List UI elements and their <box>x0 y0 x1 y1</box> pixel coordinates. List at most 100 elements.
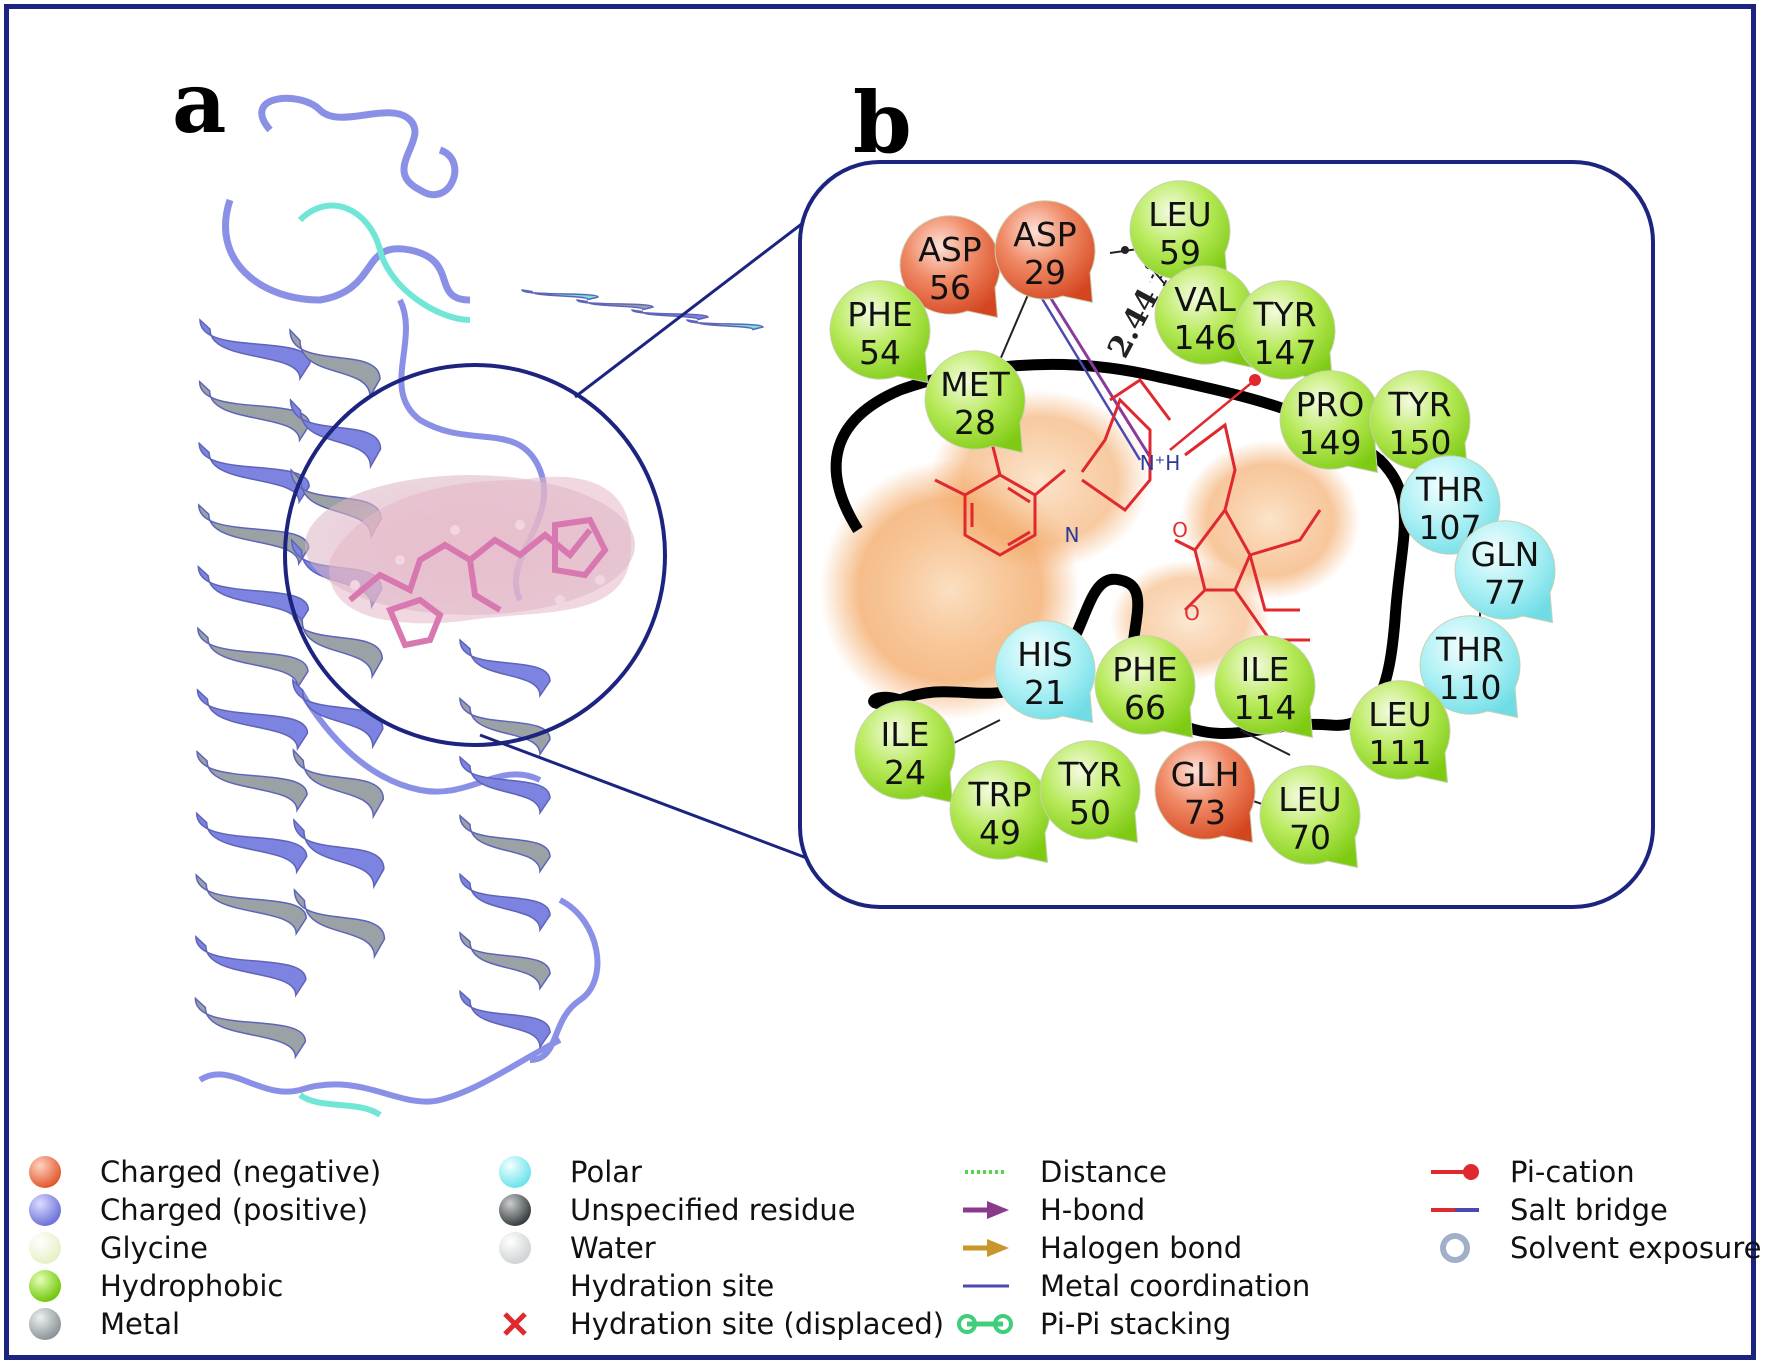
arrow-icon <box>963 1239 1009 1257</box>
helix-segment <box>631 309 709 321</box>
residue-marker <box>924 350 1026 454</box>
residue-number: 56 <box>929 268 971 307</box>
legend-item: Pi-Pi stacking <box>957 1307 1231 1341</box>
residue-name: LEU <box>1278 780 1341 819</box>
ligand-atom-n-plus: N⁺H <box>1140 451 1181 475</box>
legend-item: Charged (negative) <box>29 1155 381 1189</box>
helix-segment <box>459 696 551 757</box>
legend-label: Solvent exposure <box>1510 1231 1761 1265</box>
arrow-icon <box>963 1201 1009 1219</box>
residue-name: GLN <box>1471 535 1540 574</box>
residue-number: 110 <box>1439 668 1502 707</box>
legend-label: Salt bridge <box>1510 1193 1668 1227</box>
residue-number: 77 <box>1484 573 1526 612</box>
residue-name: PHE <box>847 295 913 334</box>
legend-item: Distance <box>965 1155 1167 1189</box>
residue-name: ILE <box>1241 650 1290 689</box>
legend-item: Hydration site (displaced) <box>503 1307 944 1341</box>
helix-segment <box>194 996 307 1060</box>
legend-item: Salt bridge <box>1431 1193 1668 1227</box>
residue-number: 50 <box>1069 793 1111 832</box>
pi-cation-icon <box>1431 1164 1479 1180</box>
negative-ball-icon <box>29 1156 61 1188</box>
legend-item: Halogen bond <box>963 1231 1242 1265</box>
metal-ball-icon <box>29 1308 61 1340</box>
ligand-atom-n-ring: N <box>1065 523 1080 547</box>
residue-number: 29 <box>1024 253 1066 292</box>
residue-name: ASP <box>1013 215 1076 254</box>
residue-marker <box>854 700 956 804</box>
helix-segment <box>686 319 764 331</box>
legend-label: Pi-Pi stacking <box>1040 1307 1231 1341</box>
residue-marker <box>1259 765 1361 869</box>
residue-name: HIS <box>1017 635 1073 674</box>
residue-name: PRO <box>1296 385 1365 424</box>
legend-item: Metal <box>29 1307 180 1341</box>
helix-segment <box>459 931 551 991</box>
residue-marker <box>829 280 931 384</box>
residue-marker <box>1154 740 1256 844</box>
residue-number: 147 <box>1254 333 1317 372</box>
helix-segment <box>459 638 551 699</box>
cross-icon <box>503 1312 527 1336</box>
residue-name: THR <box>1435 630 1504 669</box>
zoom-line-bottom <box>479 733 866 882</box>
residue-name: TRP <box>968 775 1032 814</box>
helix-segment <box>199 318 311 382</box>
legend-label: Halogen bond <box>1040 1231 1242 1265</box>
helix-segment <box>293 888 386 960</box>
legend-label: Glycine <box>100 1231 208 1265</box>
helix-segment <box>196 749 308 813</box>
hydration-site-icon <box>501 1272 529 1300</box>
legend-label: Charged (positive) <box>100 1193 368 1227</box>
legend-label: Hydration site (displaced) <box>570 1307 944 1341</box>
legend-label: Water <box>570 1231 656 1265</box>
helix-segment <box>293 818 385 890</box>
helix-segment <box>197 564 310 628</box>
helix-segment <box>289 328 381 400</box>
residue-name: TYR <box>1057 755 1121 794</box>
residue-marker <box>1214 635 1316 739</box>
helix-segment <box>196 688 309 752</box>
legend-item: Pi-cation <box>1431 1155 1635 1189</box>
residue-name: LEU <box>1148 195 1211 234</box>
helix-segment <box>197 503 310 567</box>
residue-number: 49 <box>979 813 1021 852</box>
legend-item: Solvent exposure <box>1440 1231 1761 1265</box>
helix-segment <box>198 379 311 443</box>
helix-segment <box>459 989 551 1050</box>
ligand-atom-o-keto: O <box>1184 601 1200 625</box>
residue-marker <box>994 620 1096 724</box>
helix-segment <box>292 748 385 820</box>
legend: Charged (negative) Charged (positive) Glyc… <box>29 1155 1761 1341</box>
ligand-atom-o-ring: O <box>1172 518 1188 542</box>
helix-segment <box>197 626 309 690</box>
legend-item: H-bond <box>963 1193 1145 1227</box>
salt-bridge-line <box>1036 291 1142 461</box>
residue-name: MET <box>940 365 1010 404</box>
water-ball-icon <box>499 1232 531 1264</box>
residue-marker <box>994 200 1096 304</box>
residue-number: 24 <box>884 753 926 792</box>
residue-name: ASP <box>918 230 981 269</box>
ligand-sticks <box>348 516 609 649</box>
legend-item: Glycine <box>29 1231 208 1265</box>
unspecified-ball-icon <box>499 1194 531 1226</box>
zoom-circle <box>283 363 667 747</box>
residue-marker <box>1349 680 1451 784</box>
residue-marker <box>1094 635 1196 739</box>
residue-number: 111 <box>1369 733 1432 772</box>
helix-segment <box>459 814 551 874</box>
